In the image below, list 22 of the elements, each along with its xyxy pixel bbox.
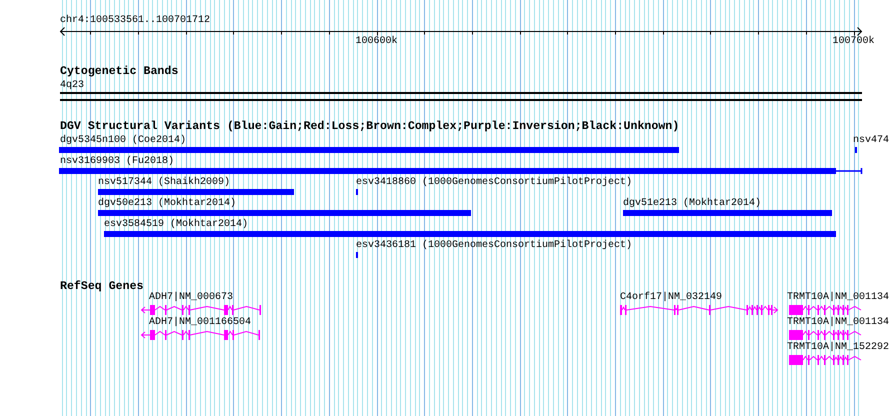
- variant-label: dgv5345n100 (Coe2014): [60, 136, 186, 146]
- region-coordinates-label: chr4:100533561..100701712: [60, 16, 210, 26]
- scale-tick-label: 100700k: [832, 37, 874, 47]
- gene-label: TRMT10A|NM_152292: [787, 343, 890, 353]
- gene-label: ADH7|NM_000673: [149, 293, 234, 303]
- variant-label: nsv474: [853, 136, 890, 146]
- band-label: 4q23: [60, 81, 84, 91]
- gene-label: ADH7|NM_001166504: [149, 318, 252, 328]
- variant-label: nsv3169903 (Fu2018): [60, 157, 174, 167]
- track-title: DGV Structural Variants (Blue:Gain;Red:Loss;Brown:Complex;Purple:Inversion;Black:Unknown): [60, 121, 680, 133]
- variant-label: esv3418860 (1000GenomesConsortiumPilotProject): [356, 178, 632, 188]
- track-title: Cytogenetic Bands: [60, 66, 178, 78]
- gene-label: TRMT10A|NM_001134: [787, 318, 890, 328]
- variant-label: dgv50e213 (Mokhtar2014): [98, 199, 236, 209]
- variant-label: esv3436181 (1000GenomesConsortiumPilotProject): [356, 241, 632, 251]
- track-title: RefSeq Genes: [60, 281, 144, 293]
- scale-tick-label: 100600k: [356, 37, 398, 47]
- variant-label: dgv51e213 (Mokhtar2014): [623, 199, 762, 209]
- gene-label: TRMT10A|NM_001134: [787, 293, 890, 303]
- variant-label: esv3584519 (Mokhtar2014): [104, 220, 248, 230]
- variant-label: nsv517344 (Shaikh2009): [98, 178, 230, 188]
- gene-label: C4orf17|NM_032149: [620, 293, 722, 303]
